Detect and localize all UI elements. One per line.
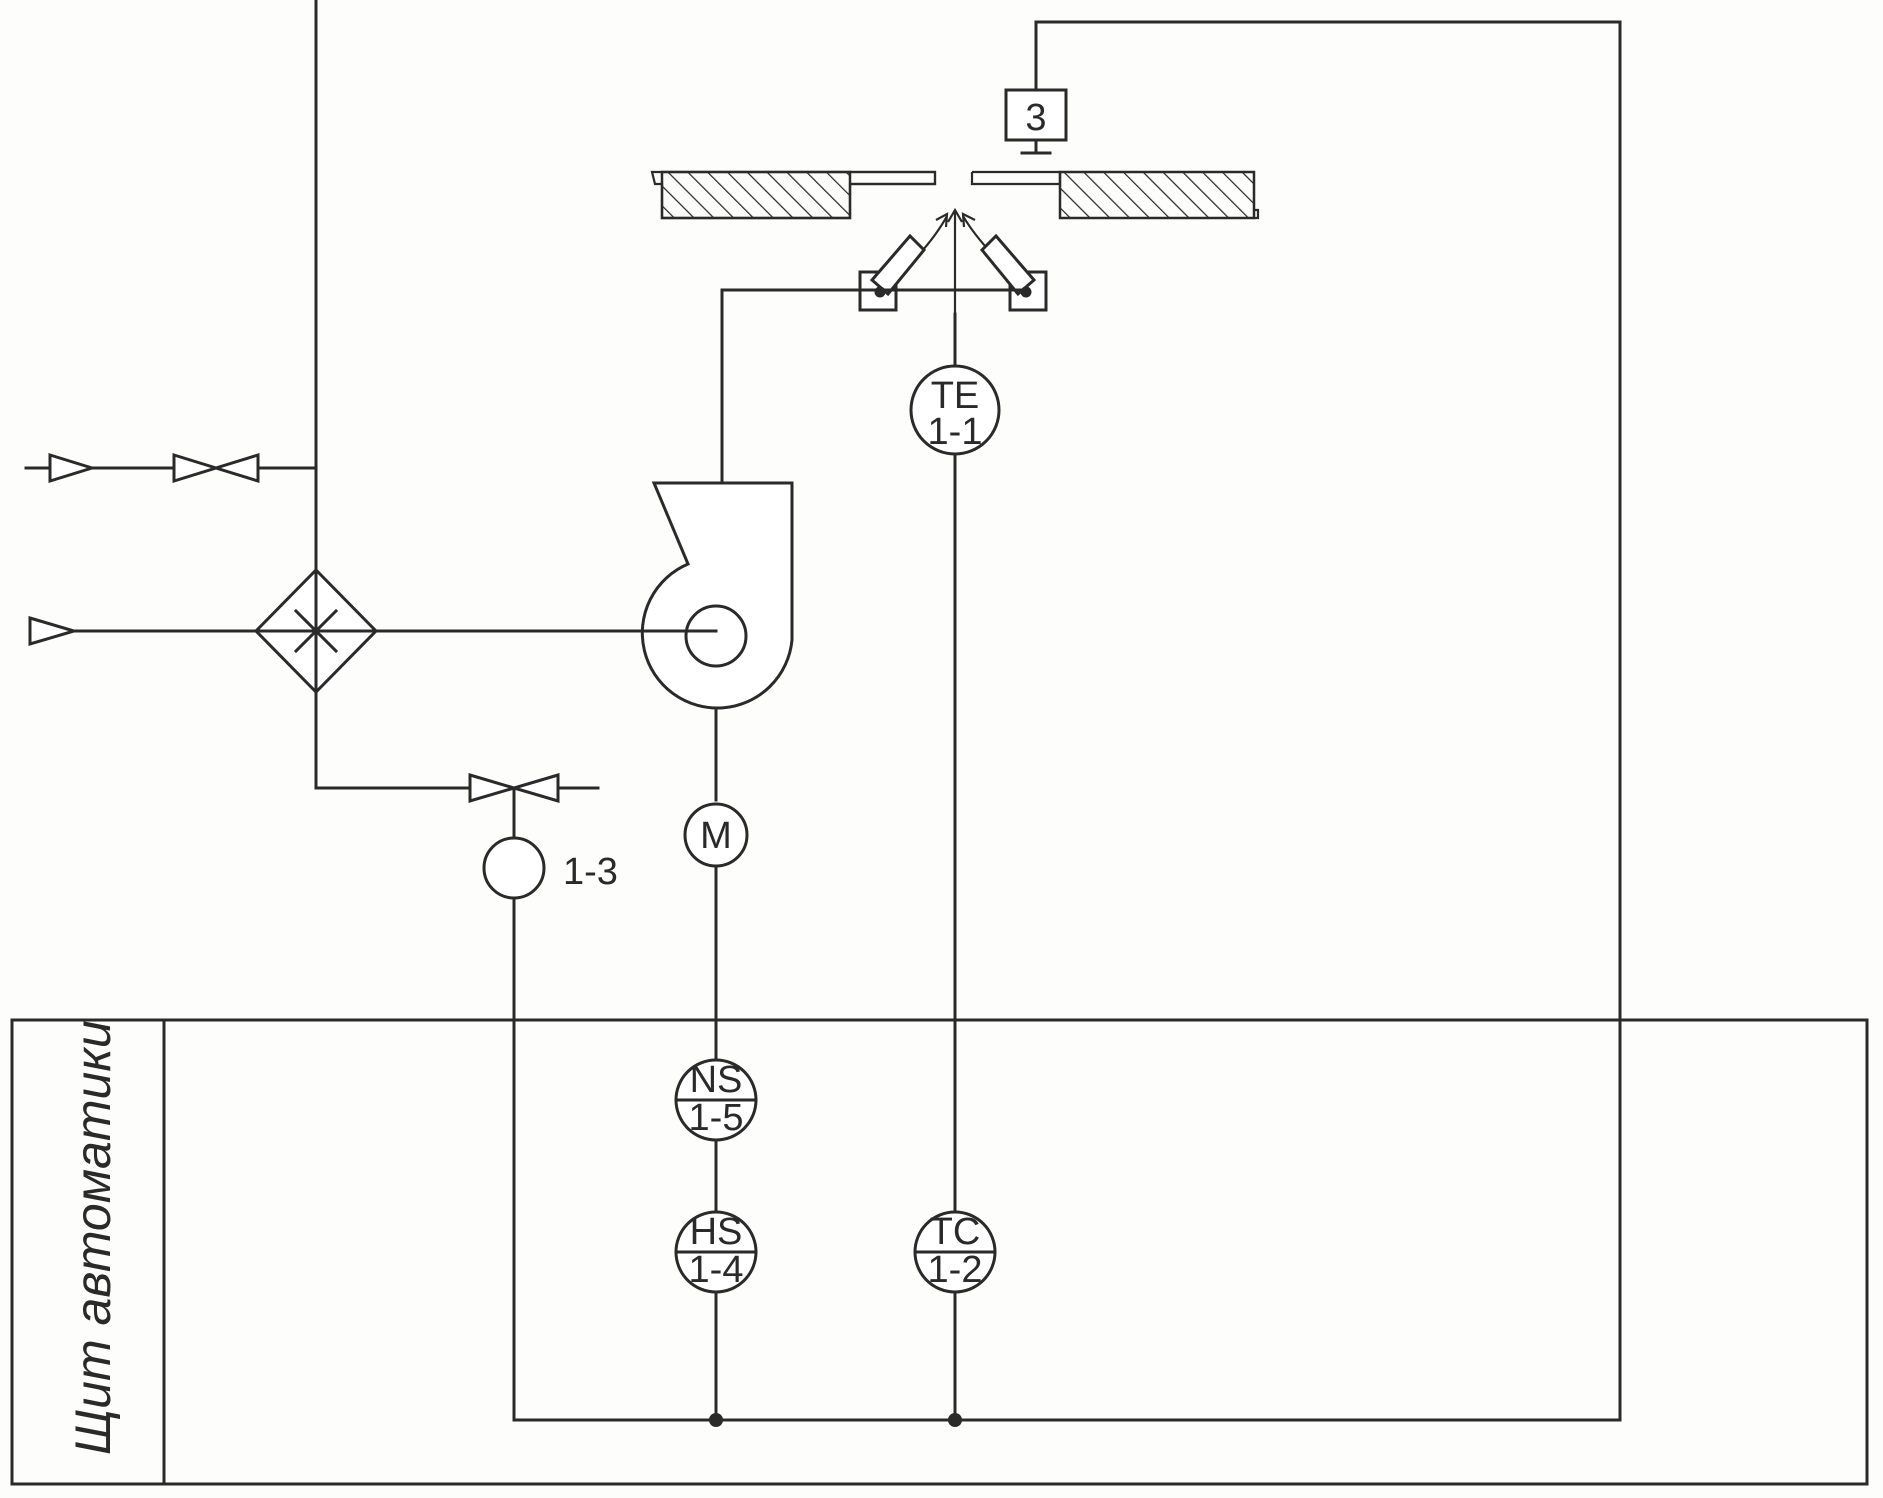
room-sensor: 3 (1004, 88, 1068, 155)
signal-lines (512, 452, 1622, 1427)
instrument-ns-num: 1-5 (689, 1097, 744, 1139)
air-inlet-arrow (28, 615, 80, 647)
instrument-tc: TC 1-2 (913, 1210, 997, 1294)
ceiling-slab-left (650, 170, 937, 220)
instrument-te-func: TE (931, 375, 980, 417)
instrument-hs: HS 1-4 (674, 1210, 758, 1294)
instrument-ns: NS 1-5 (674, 1058, 758, 1142)
automation-panel: Щит автоматики (10, 1018, 1869, 1486)
fan-motor: M (683, 802, 749, 868)
valve-actuator-label: 1-3 (563, 851, 618, 893)
ceiling-slab-right (970, 170, 1260, 220)
instrument-te: TE 1-1 (909, 364, 1001, 456)
supply-fan (638, 481, 794, 802)
water-inlet-arrow (48, 452, 98, 484)
panel-label: Щит автоматики (65, 1020, 121, 1455)
instrument-ns-func: NS (690, 1059, 743, 1101)
control-valve: 1-3 (468, 772, 618, 900)
instrument-te-num: 1-1 (928, 411, 983, 453)
air-distributor-right (979, 233, 1048, 312)
instrument-tc-num: 1-2 (928, 1249, 983, 1291)
instrument-hs-func: HS (690, 1211, 743, 1253)
manual-valve (172, 452, 260, 484)
air-distributor-left (858, 233, 927, 312)
air-jet-arrows (911, 207, 1001, 314)
instrument-tc-func: TC (930, 1211, 981, 1253)
air-heater (253, 567, 379, 695)
room-sensor-label: 3 (1025, 97, 1046, 139)
motor-label: M (700, 815, 732, 857)
instrument-hs-num: 1-4 (689, 1249, 744, 1291)
